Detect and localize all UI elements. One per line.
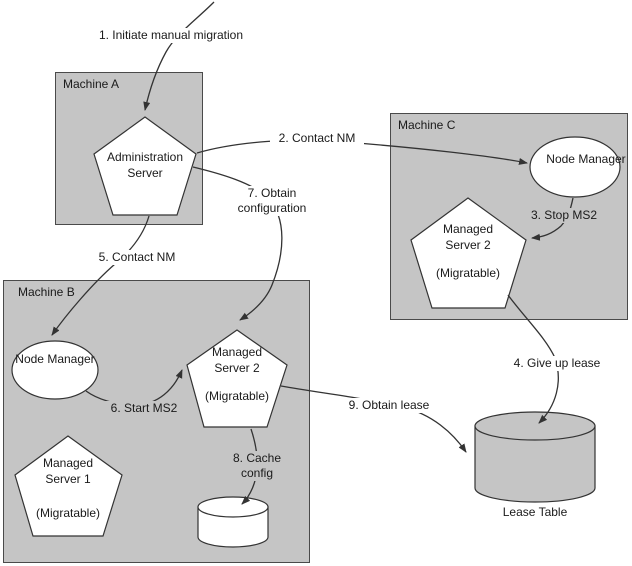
step2-label: 2. Contact NM (270, 131, 364, 146)
step6-label: 6. Start MS2 (102, 401, 186, 416)
lease-table-label: Lease Table (502, 505, 568, 519)
step7-label: 7. Obtain configuration (229, 186, 315, 216)
admin-server-label: Administration Server (106, 150, 184, 180)
managed-server-2-b-label: Managed Server 2 (Migratable) (204, 345, 270, 403)
step5-label: 5. Contact NM (90, 250, 184, 265)
step9-label: 9. Obtain lease (339, 398, 439, 413)
node-manager-b-label: Node Manager (15, 352, 95, 366)
node-manager-c-label: Node Manager (546, 152, 626, 166)
machine-b-label: Machine B (18, 285, 75, 299)
step3-label: 3. Stop MS2 (524, 208, 604, 223)
lease-table-cylinder (474, 411, 596, 503)
machine-a-label: Machine A (63, 77, 120, 91)
managed-server-1-b-label: Managed Server 1 (Migratable) (35, 456, 101, 520)
step8-label: 8. Cache config (226, 451, 288, 481)
machine-c-label: Machine C (398, 118, 456, 132)
step1-label: 1. Initiate manual migration (88, 28, 254, 43)
step4-label: 4. Give up lease (506, 356, 608, 371)
managed-server-2-c-label: Managed Server 2 (Migratable) (435, 222, 501, 280)
